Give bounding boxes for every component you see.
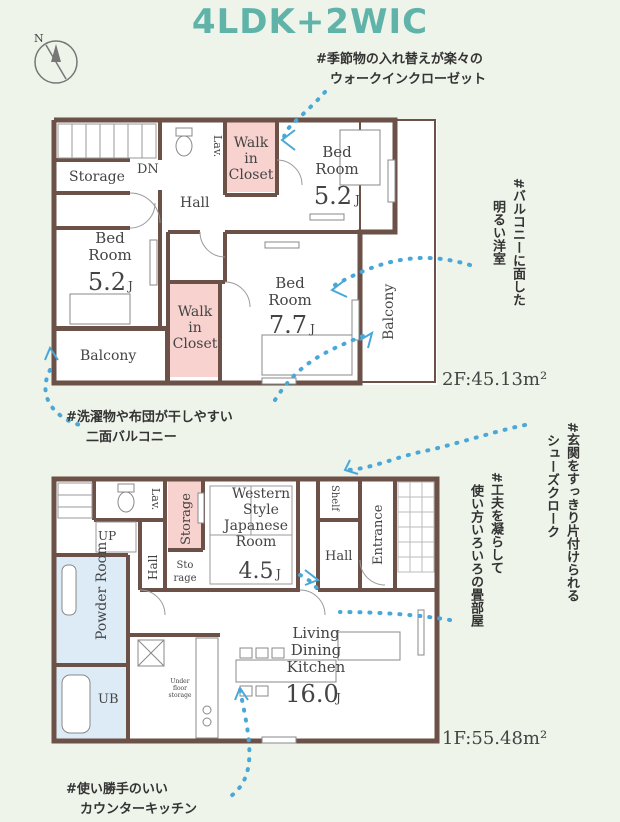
note-tatami: #工夫を凝らして 使い方いろいろの畳部屋 [456, 472, 504, 672]
f2-balcony-right: Balcony [381, 284, 397, 340]
note-kitchen: #使い勝手のいい カウンターキッチン [66, 780, 197, 820]
floor1-area: 1F:55.48m² [442, 728, 548, 749]
plan-title: 4LDK+2WIC [191, 2, 429, 42]
f2-walkin2-line3: Closet [173, 336, 218, 352]
note-tatami-line2: 使い方いろいろの畳部屋 [468, 484, 483, 627]
note-two-balconies-line2: 二面バルコニー [86, 430, 177, 445]
f1-western-line4: Room [236, 534, 277, 550]
f1-western-line2: Style [243, 502, 279, 518]
floor2-plan [51, 117, 437, 386]
note-shoes-line2: シューズクローク [544, 434, 559, 538]
note-kitchen-line2: カウンターキッチン [80, 802, 198, 817]
note-wic-line1: #季節物の入れ替えが楽々の [316, 52, 483, 67]
note-balcony-room-line1: #バルコニーに面した [510, 178, 525, 306]
walkin-closet-1 [225, 120, 277, 192]
f1-ldk-size: 16.0 [285, 680, 338, 708]
f1-hall-right-label: Hall [325, 549, 352, 564]
f1-entrance-label: Entrance [371, 504, 386, 565]
f1-western-line1: Western [232, 486, 290, 502]
f1-underfloor-line1: Under [170, 678, 189, 685]
f2-walkin1-line2: in [244, 151, 258, 167]
f2-bed1-line1: Bed [322, 143, 352, 161]
f2-dn-label: DN [137, 162, 159, 177]
f2-hall-label: Hall [180, 195, 210, 211]
f2-lav-label: Lav. [211, 135, 224, 157]
bathtub-icon [61, 674, 91, 734]
toilet-icon [175, 127, 193, 157]
f2-bed2-line2: Room [88, 246, 132, 264]
toilet-icon [117, 483, 135, 513]
f1-storage2-line1: Sto [177, 560, 194, 571]
f1-ldk-line1: Living [292, 624, 340, 642]
f2-bed2-size: 5.2 [88, 268, 126, 296]
compass-north-label: N [34, 32, 44, 45]
f2-bed2-unit: J [126, 279, 133, 293]
f2-storage-label: Storage [69, 169, 125, 185]
note-two-balconies: #洗濯物や布団が干しやすい 二面バルコニー [66, 408, 233, 448]
kitchen-counter [137, 631, 401, 739]
note-shoes: #玄関をすっきり片付けられる シューズクローク [532, 422, 580, 682]
f1-storage-label: Storage [179, 493, 194, 545]
f1-storage2-line2: rage [173, 573, 196, 584]
note-wic: #季節物の入れ替えが楽々の ウォークインクローゼット [316, 50, 486, 90]
walkin-closet-2 [168, 282, 220, 377]
f1-ldk-line3: Kitchen [287, 658, 346, 676]
storage-closet [168, 477, 203, 549]
f1-underfloor-line2: floor [173, 685, 187, 692]
floor2-area: 2F:45.13m² [442, 369, 548, 390]
f1-powder-label: Powder Room [94, 542, 110, 640]
f1-ub-label: UB [98, 692, 119, 707]
f2-bed1-unit: J [353, 193, 360, 207]
f1-western-line3: Japanese [222, 518, 288, 534]
compass-icon: N [34, 32, 78, 84]
note-balcony-room-line2: 明るい洋室 [490, 200, 505, 265]
stair-icon [57, 482, 137, 553]
tatami-mats [209, 485, 293, 585]
annotation-arrowheads [44, 129, 374, 701]
note-shoes-line1: #玄関をすっきり片付けられる [564, 422, 579, 602]
f2-walkin2-line2: in [188, 320, 202, 336]
door-swing-icon [129, 159, 303, 308]
f2-balcony-left: Balcony [80, 348, 136, 364]
f2-bed3-unit: J [308, 322, 315, 336]
door-swing-icon [139, 559, 386, 616]
f2-bed3-line1: Bed [275, 274, 305, 292]
note-kitchen-line1: #使い勝手のいい [66, 782, 168, 797]
stove-icon [202, 705, 212, 727]
note-tatami-line1: #工夫を凝らして [488, 472, 503, 574]
f2-bed2-line1: Bed [95, 229, 125, 247]
f1-ldk-line2: Dining [291, 641, 342, 659]
stair-icon [57, 123, 157, 159]
entrance-tiles [397, 481, 435, 573]
f2-walkin1-line3: Closet [229, 167, 274, 183]
f1-shelf-label: Shelf [329, 485, 340, 512]
f2-bed3-line2: Room [268, 291, 312, 309]
f2-bed1-size: 5.2 [314, 182, 352, 210]
sink-icon [61, 564, 77, 616]
windows-1f [197, 492, 425, 744]
note-balcony-room: #バルコニーに面した 明るい洋室 [478, 178, 526, 358]
f1-hall-left-label: Hall [146, 555, 160, 580]
f1-western-unit: J [274, 567, 281, 581]
f2-bed3-size: 7.7 [269, 311, 307, 339]
note-two-balconies-line1: #洗濯物や布団が干しやすい [66, 410, 233, 425]
f2-walkin2-line1: Walk [178, 304, 213, 320]
f1-ldk-unit: J [334, 691, 341, 705]
f1-lav-label: Lav. [149, 488, 162, 510]
f1-underfloor-line3: storage [169, 692, 192, 699]
f2-bed1-line2: Room [315, 160, 359, 178]
note-wic-line2: ウォークインクローゼット [330, 72, 487, 87]
f1-western-size: 4.5 [239, 559, 274, 584]
f2-walkin1-line1: Walk [234, 135, 269, 151]
f1-up-label: UP [98, 529, 116, 543]
floor1-plan [51, 476, 440, 744]
